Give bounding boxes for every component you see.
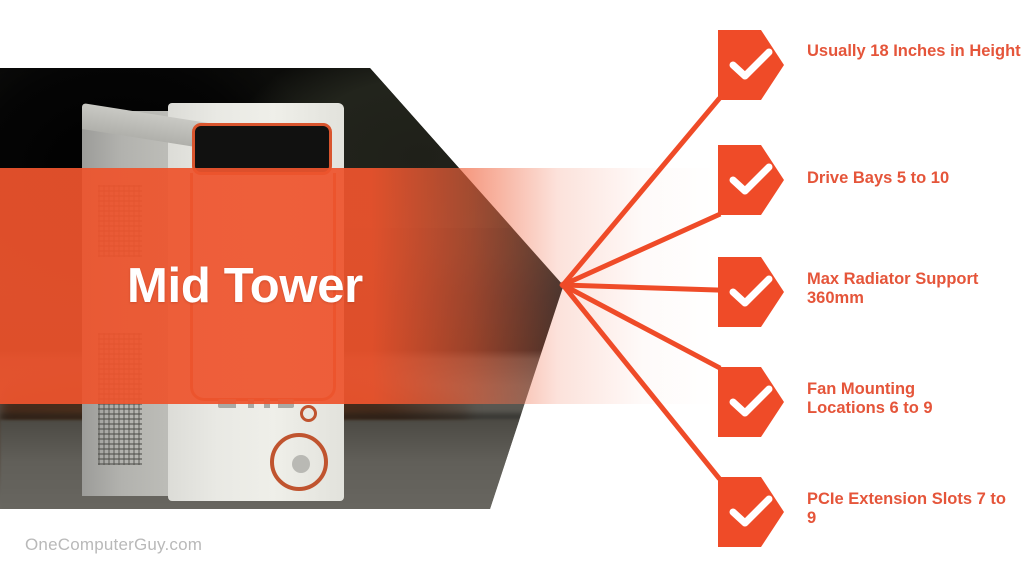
connector-line-3 [560, 282, 721, 293]
connector-line-1 [559, 96, 722, 289]
connector-line-5 [559, 281, 722, 481]
connector-line-2 [559, 211, 722, 289]
feature-label-2: Drive Bays 5 to 10 [807, 169, 950, 187]
feature-label-1: Usually 18 Inches in Height [807, 42, 1021, 60]
feature-label-3: Max Radiator Support 360mm [807, 270, 979, 308]
connector-line-4 [559, 281, 722, 371]
feature-label-5: PCIe Extension Slots 7 to 9 [807, 490, 1006, 528]
page-title: Mid Tower [127, 259, 363, 313]
case-reset-button [300, 405, 317, 422]
site-watermark: OneComputerGuy.com [25, 535, 203, 554]
case-power-button [270, 433, 328, 491]
feature-label-4: Fan Mounting Locations 6 to 9 [807, 380, 933, 418]
case-drive-bay [192, 123, 332, 175]
